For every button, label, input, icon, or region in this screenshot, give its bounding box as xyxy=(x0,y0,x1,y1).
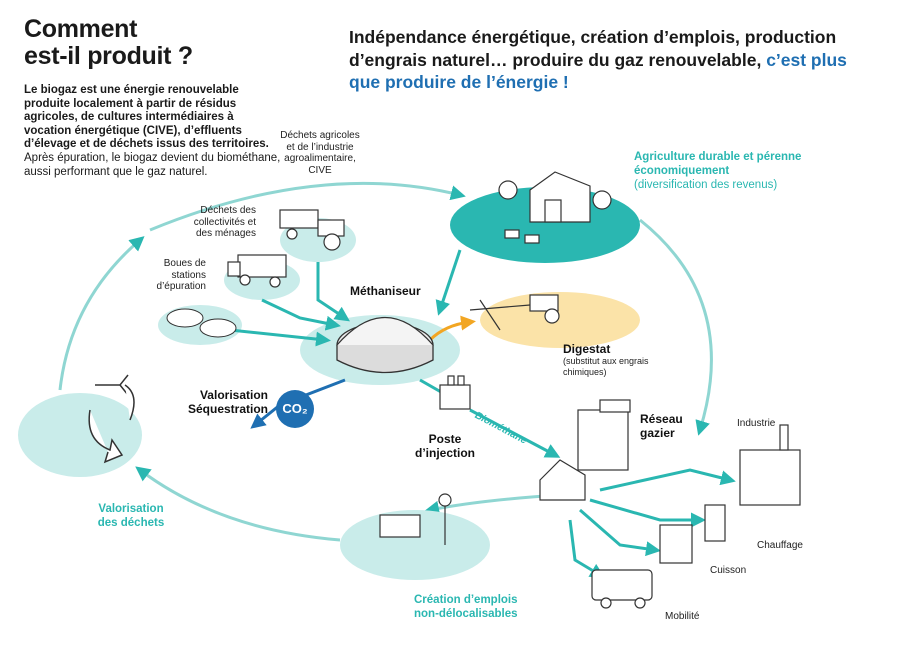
stove-icon xyxy=(659,524,693,564)
workers-desk xyxy=(379,493,452,545)
garbage-truck xyxy=(227,254,287,288)
label-valorisation-dechets: Valorisation des déchets xyxy=(97,503,165,529)
flow-farm xyxy=(435,249,462,316)
intro-bold: Le biogaz est une énergie renouvelable p… xyxy=(24,84,269,151)
co2-badge: CO₂ xyxy=(276,390,314,428)
platform-emplois xyxy=(340,510,490,580)
platform-valorisation xyxy=(18,393,142,477)
flow-biomethane xyxy=(469,408,561,458)
intro-normal: Après épuration, le biogaz devient du bi… xyxy=(24,151,281,178)
recycle-icon xyxy=(88,374,135,464)
platform-field xyxy=(480,292,640,348)
cycle-arc-left xyxy=(58,236,145,391)
industry-icon xyxy=(739,424,801,506)
page-title: Comment est-il produit ? xyxy=(24,15,193,70)
label-reseau-gazier: Réseau gazier xyxy=(640,412,683,440)
label-dechets-agricoles: Déchets agricoles et de l’industrie agro… xyxy=(280,130,360,176)
label-valorisation-sequestration: Valorisation Séquestration xyxy=(187,388,268,416)
boues-basins xyxy=(166,308,237,338)
flow-chauffage xyxy=(589,498,706,528)
label-poste-injection: Poste d’injection xyxy=(415,432,475,460)
headline-highlight: c’est plus que produire de l’énergie ! xyxy=(349,49,847,93)
label-dechets-collectivites: Déchets des collectivités et des ménages xyxy=(193,205,256,239)
spray-tractor xyxy=(469,294,560,331)
platform-farm xyxy=(450,187,640,263)
label-agriculture: Agriculture durable et pérenne économiqu… xyxy=(634,151,802,191)
label-digestat: Digestat (substitut aux engrais chimique… xyxy=(563,342,649,377)
cycle-arc-right xyxy=(639,218,713,436)
flow-mobilite xyxy=(568,519,606,579)
flow-cuisson xyxy=(579,508,661,557)
flow-industrie xyxy=(599,468,736,492)
flow-digestat xyxy=(428,315,476,342)
flow-boues xyxy=(229,328,331,347)
tractor-trailer xyxy=(279,209,345,251)
label-industrie: Industrie xyxy=(737,418,776,429)
intro-text: Le biogaz est une énergie renouvelable p… xyxy=(24,84,284,179)
headline-main: Indépendance énergétique, création d’emp… xyxy=(349,27,837,70)
label-boues: Boues de stations d’épuration xyxy=(156,258,206,292)
flow-truck xyxy=(261,298,341,331)
cycle-arc-bottom-left xyxy=(135,466,341,542)
boiler-icon xyxy=(704,504,726,542)
cycle-arc-top xyxy=(149,181,466,232)
bus-icon xyxy=(591,569,653,609)
city-buildings xyxy=(539,399,631,501)
label-cuisson: Cuisson xyxy=(710,565,747,576)
farm-barn xyxy=(498,171,612,244)
injection-station xyxy=(439,375,471,410)
label-mobilite: Mobilité xyxy=(665,611,700,622)
label-creation-emplois: Création d’emplois non-délocalisables xyxy=(414,594,518,620)
label-methaniseur: Méthaniseur xyxy=(350,284,421,298)
flow-tractor xyxy=(316,262,350,322)
headline: Indépendance énergétique, création d’emp… xyxy=(349,26,869,94)
label-chauffage: Chauffage xyxy=(757,540,803,551)
methaniseur-dome xyxy=(336,316,434,374)
